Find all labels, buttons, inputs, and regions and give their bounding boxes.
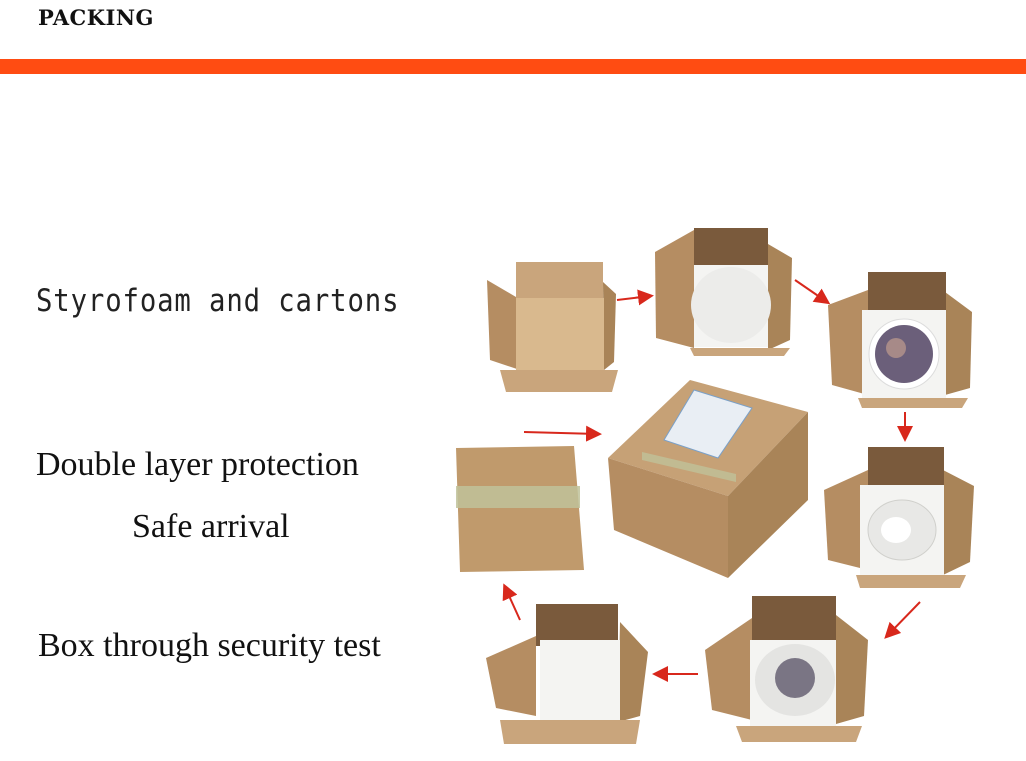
- carton-foam-cavity: [824, 447, 974, 588]
- caption-safe-arrival: Safe arrival: [132, 508, 290, 545]
- accent-bar: [0, 59, 1026, 74]
- open-carton-empty: [487, 262, 618, 392]
- arrow-icon: [502, 279, 921, 682]
- page-title: PACKING: [38, 5, 154, 30]
- caption-double-layer: Double layer protection: [36, 446, 359, 483]
- carton-with-product-base: [705, 596, 868, 742]
- carton-with-product: [828, 272, 972, 408]
- caption-security-test: Box through security test: [38, 627, 381, 664]
- closed-labeled-carton: [608, 380, 808, 578]
- packing-steps-photo: [456, 228, 974, 744]
- carton-with-foam: [655, 228, 792, 356]
- closed-taped-carton: [456, 446, 584, 572]
- caption-styrofoam: Styrofoam and cartons: [36, 283, 400, 319]
- carton-foam-lid: [486, 604, 648, 744]
